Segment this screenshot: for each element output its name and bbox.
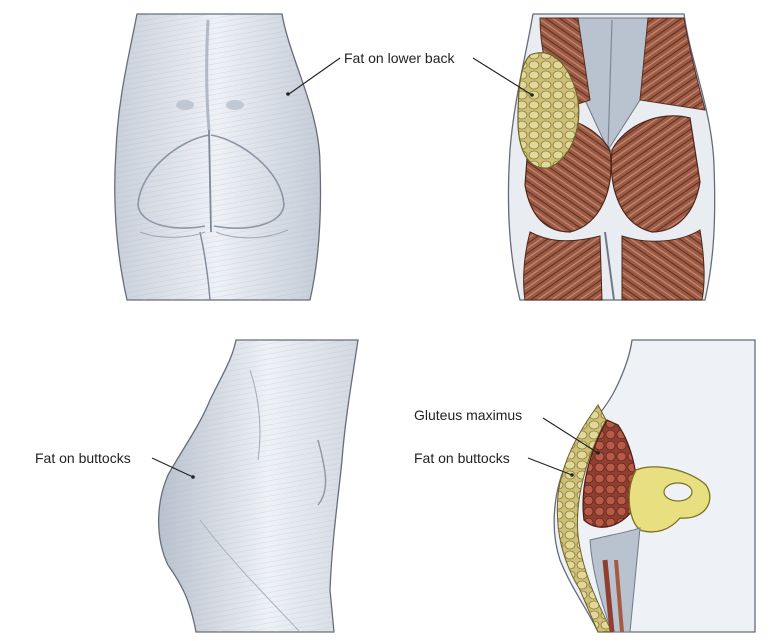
leader-fat-buttocks-left bbox=[151, 457, 194, 478]
side-section-illustration bbox=[553, 339, 756, 633]
leader-fat-buttocks-right bbox=[527, 457, 573, 476]
back-muscles-illustration bbox=[507, 13, 716, 301]
leader-gluteus-maximus bbox=[542, 417, 599, 454]
label-gluteus-maximus: Gluteus maximus bbox=[414, 407, 522, 423]
leader-fat-lower-back-left bbox=[288, 57, 341, 95]
label-fat-lower-back: Fat on lower back bbox=[344, 50, 455, 66]
label-fat-buttocks-right: Fat on buttocks bbox=[414, 450, 510, 466]
leader-fat-lower-back-right bbox=[472, 57, 533, 96]
fat-lower-back-marker bbox=[286, 92, 290, 96]
back-skin-illustration bbox=[114, 13, 322, 301]
label-fat-buttocks-left: Fat on buttocks bbox=[35, 450, 131, 466]
side-skin-illustration bbox=[157, 339, 359, 633]
